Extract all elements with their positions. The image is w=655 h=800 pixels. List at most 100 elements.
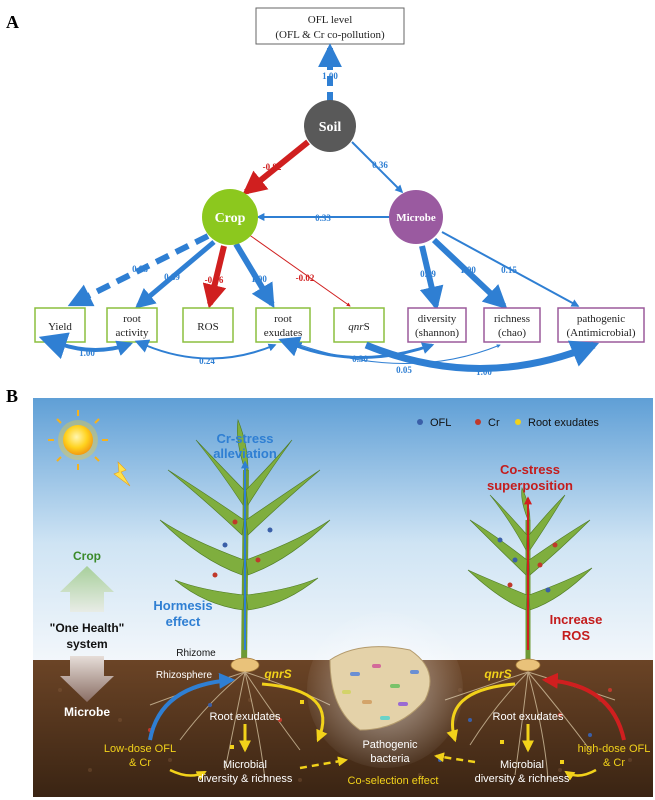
panel-a-label: A (6, 12, 19, 32)
co-stress-line2: superposition (487, 478, 573, 493)
crop-label-b: Crop (73, 549, 101, 563)
diversity-line2: (shannon) (415, 327, 459, 339)
co-selection-right-arrow (434, 752, 476, 764)
root-exudates-line2: exudates (264, 327, 302, 339)
microbial-left-line2: diversity & richness (198, 773, 293, 785)
coef-microbe-pathogenic: 0.15 (501, 265, 517, 275)
edge-microbe-diversity (419, 245, 444, 311)
diversity-box (407, 307, 467, 343)
coef-qnrs-pathogenic: 1.00 (476, 367, 492, 377)
root-exudates-legend-dot (515, 419, 521, 425)
coef-crop-rootactivity: 0.89 (164, 272, 180, 282)
edge-crop-exudates (233, 242, 275, 309)
richness-line2: (chao) (498, 327, 526, 339)
high-dose-red-arrow (541, 672, 626, 741)
microbial-left-line1: Microbial (223, 759, 267, 771)
hormesis-line1: Hormesis (153, 598, 212, 613)
root-activity-line2: activity (116, 327, 149, 339)
edge-crop-ros (202, 245, 227, 309)
edge-microbe-richness (431, 237, 508, 310)
low-dose-yellow-arrow (169, 768, 207, 781)
coef-soil-crop: -0.82 (263, 162, 282, 172)
microbe-node (389, 190, 443, 244)
co-stress-line1: Co-stress (500, 462, 560, 477)
crop-node-label: Crop (215, 211, 246, 226)
ofl-level-box (255, 7, 405, 45)
ofl-level-line2: (OFL & Cr co-pollution) (275, 29, 385, 41)
pathogenic-bacteria-line1: Pathogenic (362, 739, 418, 751)
pathogenic-line1: pathogenic (577, 313, 625, 325)
edge-rootactivity-exudates (134, 339, 277, 360)
co-selection-left-arrow (299, 756, 348, 770)
coef-microbe-diversity: 0.99 (420, 269, 436, 279)
coef-exudates-diversity: 0.30 (352, 354, 368, 364)
left-qnrs-yellow-arrow (261, 682, 328, 743)
one-health-line1: "One Health" (50, 621, 125, 635)
edge-exudates-diversity (278, 336, 435, 359)
qnrs-label-suffix: S (364, 321, 370, 333)
soil-node-label: Soil (319, 120, 342, 135)
soil-node (304, 100, 356, 152)
root-exudates-box (255, 307, 311, 343)
qnrs-label: qnrS (348, 321, 369, 333)
soil-particles (148, 688, 612, 764)
microbe-node-label: Microbe (396, 212, 436, 224)
coef-crop-exudates: 1.00 (251, 274, 267, 284)
richness-line1: richness (494, 313, 530, 325)
qnrs-left-label: qnrS (264, 667, 291, 681)
rhizosphere-label: Rhizosphere (156, 670, 213, 681)
edge-microbe-pathogenic (441, 231, 580, 307)
edge-soil-microbe (351, 141, 404, 194)
coef-exudates-richness: 0.05 (396, 365, 412, 375)
root-exudates-right-label: Root exudates (493, 711, 564, 723)
edge-crop-rootactivity (134, 240, 216, 309)
diversity-line1: diversity (418, 313, 457, 325)
cr-stress-line2: alleviation (213, 446, 277, 461)
coef-soil-ofl: 1.00 (322, 71, 338, 81)
ofl-level-line1: OFL level (308, 14, 353, 26)
coef-soil-microbe: 0.36 (372, 160, 388, 170)
legend-ofl: OFL (430, 417, 451, 429)
panel-b-label: B (6, 386, 18, 406)
legend-cr: Cr (488, 417, 500, 429)
microbe-label-b: Microbe (64, 705, 110, 719)
low-dose-line2: & Cr (129, 757, 151, 769)
legend-root-exudates: Root exudates (528, 417, 599, 429)
ofl-legend-dot (417, 419, 423, 425)
coef-microbe-richness: 1.00 (460, 265, 476, 275)
low-dose-blue-arrow (148, 672, 236, 741)
microbial-right-line2: diversity & richness (475, 773, 570, 785)
increase-ros-line1: Increase (550, 612, 603, 627)
qnrs-label-italic: qnr (348, 321, 364, 333)
yield-label: Yield (48, 321, 72, 333)
crop-node (202, 189, 258, 245)
ros-label: ROS (197, 321, 218, 333)
edge-qnrs-pathogenic (364, 340, 600, 372)
edge-soil-crop (242, 139, 310, 196)
edge-exudates-richness (294, 342, 501, 364)
coef-crop-ros: -0.96 (205, 275, 224, 285)
one-health-up-arrow (60, 566, 114, 612)
pathogenic-line2: (Antimicrobial) (566, 327, 635, 339)
one-health-line2: system (66, 637, 107, 651)
right-qnrs-yellow-arrow (446, 682, 516, 743)
high-dose-yellow-arrow (564, 768, 597, 781)
high-dose-line2: & Cr (603, 757, 625, 769)
qnrs-right-label: qnrS (484, 667, 511, 681)
sun-icon (48, 410, 108, 470)
cr-stress-line1: Cr-stress (216, 431, 273, 446)
coef-crop-qnrs: -0.02 (296, 273, 315, 283)
pathogenic-bacteria-line2: bacteria (370, 753, 410, 765)
sky-background (33, 398, 653, 663)
coef-yield-rootactivity: 1.00 (79, 348, 95, 358)
edge-crop-qnrs (247, 233, 351, 307)
root-exudates-line1: root (274, 313, 292, 325)
lightning-icon (113, 461, 131, 487)
high-dose-line1: high-dose OFL (578, 743, 651, 755)
root-activity-line1: root (123, 313, 141, 325)
edge-yield-rootactivity (38, 332, 134, 360)
co-selection-label: Co-selection effect (348, 775, 439, 787)
microbial-right-line1: Microbial (500, 759, 544, 771)
left-plant (159, 418, 331, 673)
ros-box (182, 307, 234, 343)
